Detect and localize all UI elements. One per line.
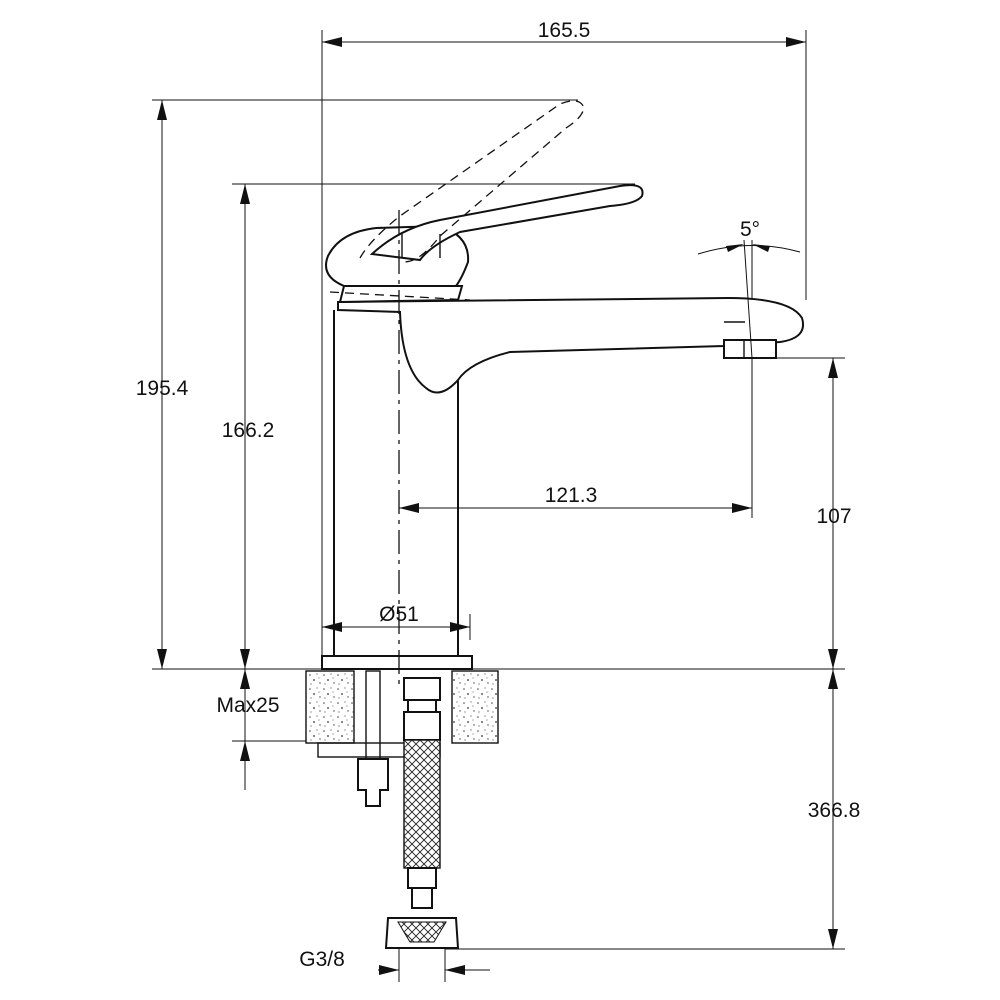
label-height-to-lever: 166.2 <box>222 419 275 442</box>
label-overall-width: 165.5 <box>538 19 591 42</box>
label-hose-length: 366.8 <box>808 799 861 822</box>
lever-open-position <box>329 100 585 301</box>
label-spout-height: 107 <box>816 505 851 528</box>
label-spout-angle: 5° <box>740 218 760 241</box>
dimension-lines <box>157 37 838 975</box>
label-spout-reach: 121.3 <box>545 484 598 507</box>
label-total-height: 195.4 <box>136 377 189 400</box>
label-base-diameter: Ø51 <box>379 603 419 626</box>
countertop-section <box>305 670 499 744</box>
label-max-deck-thickness: Max25 <box>216 694 279 717</box>
plumbing <box>357 670 460 949</box>
faucet-body <box>317 184 804 758</box>
label-thread: G3/8 <box>299 948 345 971</box>
dimension-labels: 165.5 195.4 166.2 121.3 107 Ø51 Max25 36… <box>136 19 861 971</box>
